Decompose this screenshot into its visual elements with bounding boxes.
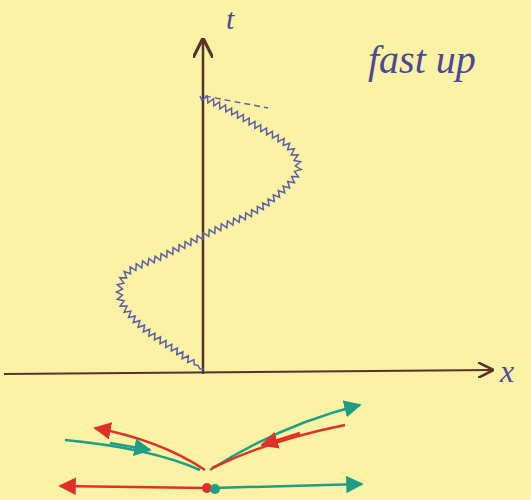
- worldline: [116, 96, 301, 369]
- x-axis: [4, 370, 492, 374]
- green-arrowhead: [110, 443, 150, 450]
- particle-arrows: [60, 405, 362, 494]
- wiggly-path: [116, 96, 301, 369]
- red-arrow: [60, 486, 205, 488]
- red-arrow: [95, 428, 205, 470]
- green-arrow: [210, 405, 360, 470]
- note-text: fast up: [368, 40, 476, 80]
- green-arrow: [65, 440, 200, 470]
- green-arrow: [212, 484, 362, 488]
- t-axis: [202, 40, 205, 374]
- dashed-top: [205, 96, 268, 108]
- axis-label: t: [226, 4, 234, 34]
- red-arrow: [212, 425, 345, 468]
- green-dot: [210, 484, 220, 494]
- axis-label: x: [500, 355, 514, 387]
- red-arrowhead: [262, 433, 300, 445]
